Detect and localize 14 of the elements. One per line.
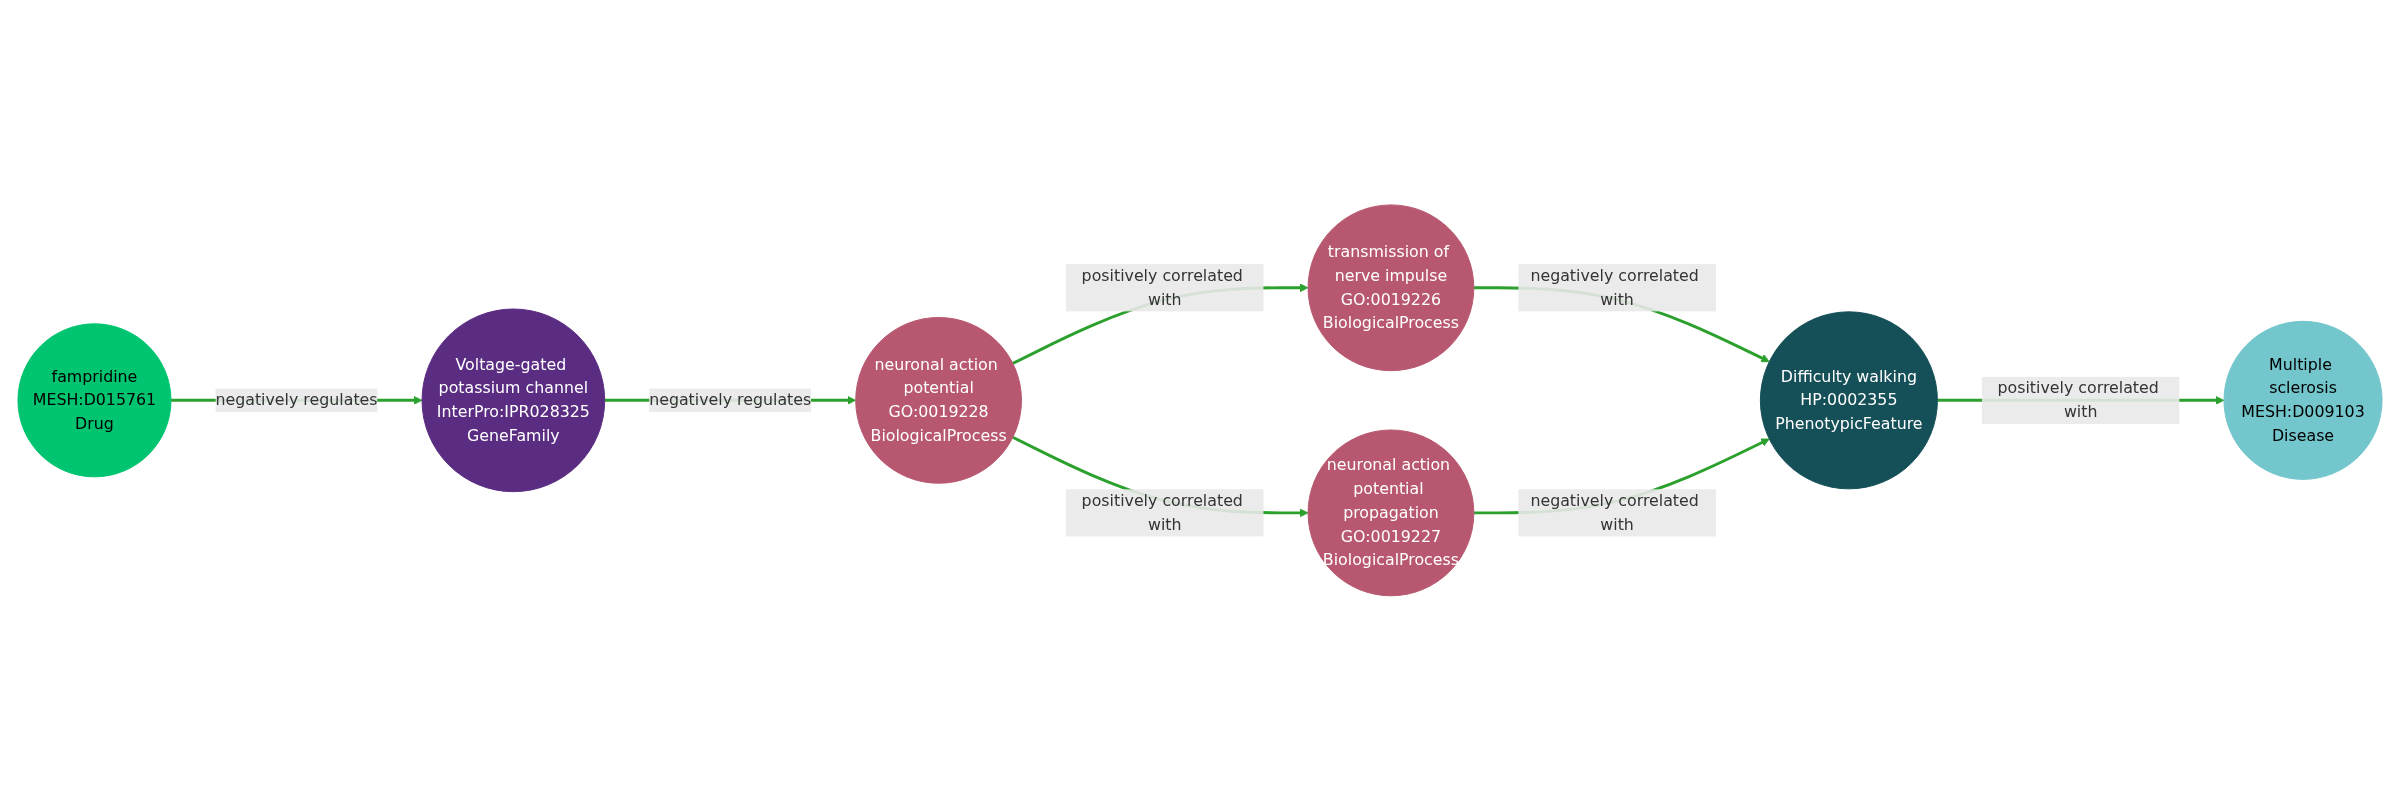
node-circle: Multiple sclerosis MESH:D009103 Disease — [2223, 320, 2383, 480]
node-circle: neuronal action potential propagation GO:0019227 BiologicalProcess — [1307, 429, 1475, 596]
edge-label: positively correlated with — [1081, 490, 1243, 534]
node-circle: Voltage-gated potassium channel InterPro:IPR028325 GeneFamily — [421, 308, 606, 492]
node-circle: neuronal action potential GO:0019228 BiologicalProcess — [855, 316, 1022, 484]
edge-label: negatively regulates — [215, 390, 378, 409]
node-circle: fampridine MESH:D015761 Drug — [17, 323, 172, 477]
edge-label: negatively correlated with — [1530, 490, 1699, 534]
edge-label: positively correlated with — [1997, 378, 2159, 421]
node-circle: Difficulty walking HP:0002355 PhenotypicFeature — [1759, 311, 1938, 489]
edge-label: negatively regulates — [649, 390, 812, 409]
node-circle: transmission of nerve impulse GO:0019226 BiologicalProcess — [1307, 204, 1475, 371]
edge-label: negatively correlated with — [1530, 265, 1699, 309]
edge-label: positively correlated with — [1081, 265, 1243, 309]
